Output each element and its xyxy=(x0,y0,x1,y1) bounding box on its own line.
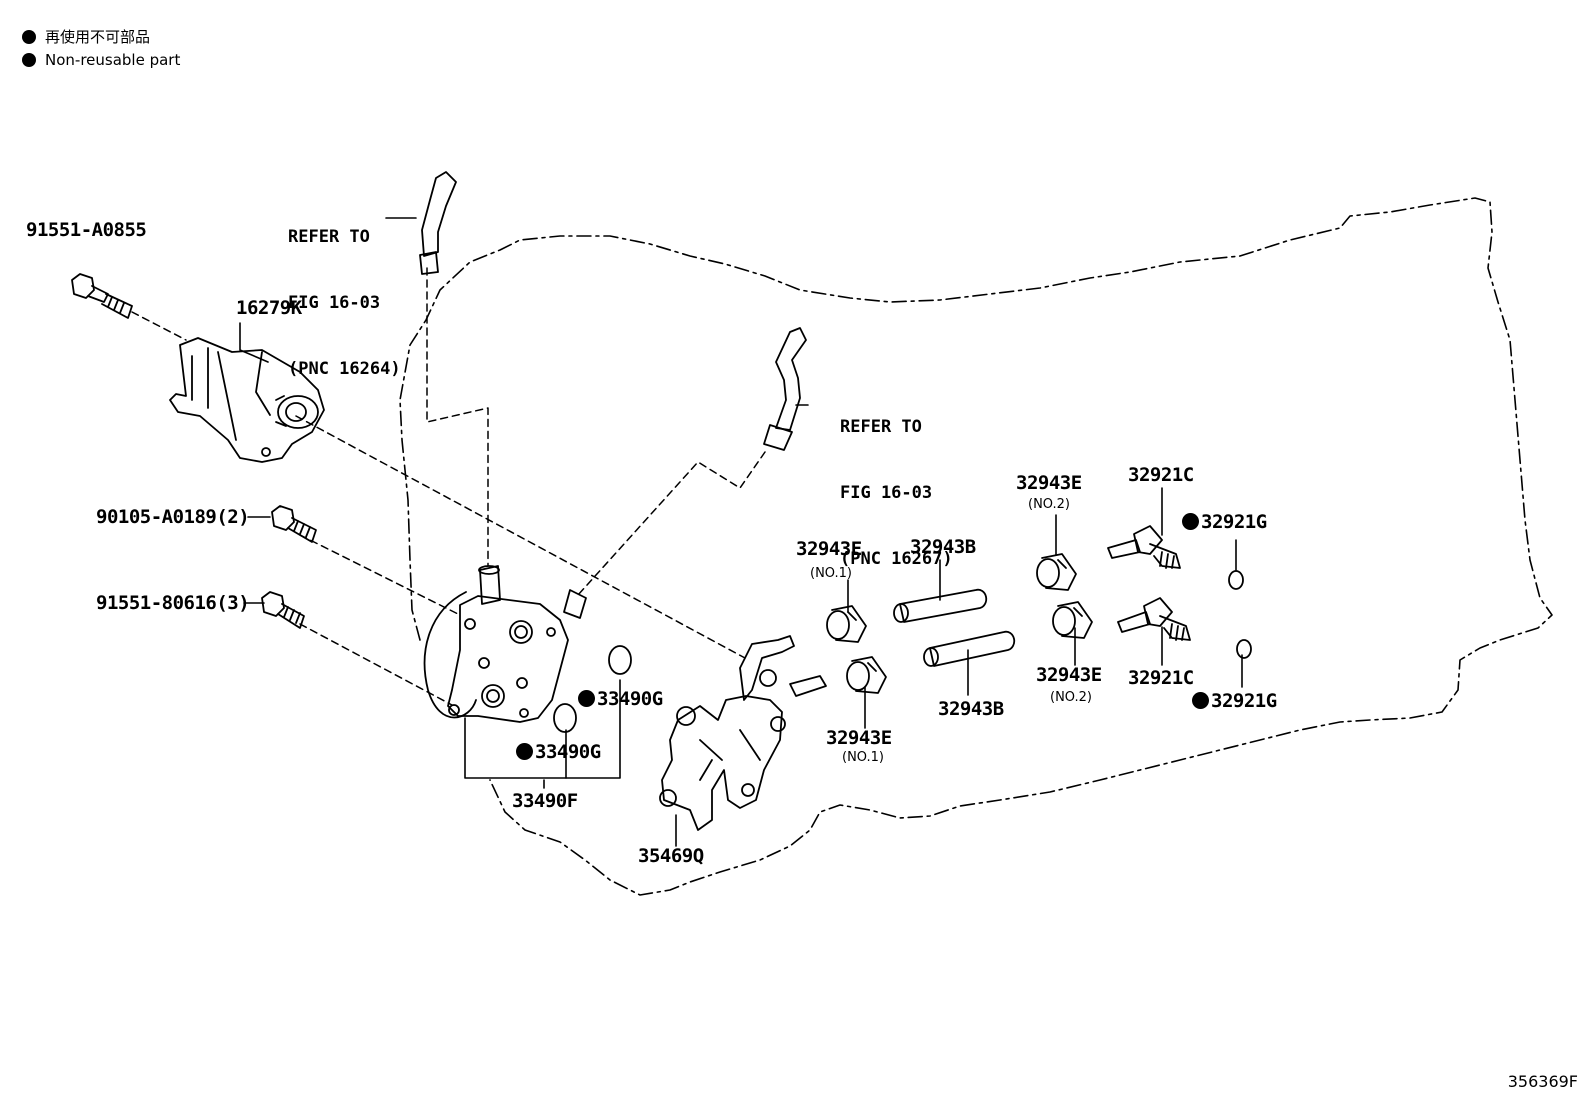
reference-line: REFER TO xyxy=(840,417,922,437)
engine-outline xyxy=(399,197,1553,896)
non-reusable-dot-icon xyxy=(578,690,595,707)
part-label-33490g-b[interactable]: 33490G xyxy=(516,741,601,763)
clamp-32943e-no2-b-drawing xyxy=(1052,601,1093,639)
part-label-32943b-b[interactable]: 32943B xyxy=(938,698,1004,720)
clamp-32943e-no1-a-drawing xyxy=(826,605,867,643)
connector-32921c-a-drawing xyxy=(1107,525,1181,569)
o-ring-32921g-b xyxy=(1236,639,1252,659)
part-label-32921c-a[interactable]: 32921C xyxy=(1128,464,1194,486)
reference-line: (PNC 16264) xyxy=(288,359,401,379)
clamp-32943e-no2-a-drawing xyxy=(1036,553,1077,591)
non-reusable-dot-icon xyxy=(22,29,36,44)
hose-32943b-a-drawing xyxy=(893,588,988,623)
reference-line: (PNC 16267) xyxy=(840,549,953,569)
bolt-91551-a0855-drawing xyxy=(71,273,133,319)
part-label-32921g-a[interactable]: 32921G xyxy=(1182,511,1267,533)
bracket-16279k-drawing xyxy=(169,337,325,463)
reference-callout-pnc-16264: REFER TO FIG 16-03 (PNC 16264) xyxy=(288,182,401,424)
hose-32943b-b-drawing xyxy=(923,630,1016,667)
part-label-33490g-a[interactable]: 33490G xyxy=(578,688,663,710)
part-sub-32943e-no1-a: (NO.1) xyxy=(810,566,852,581)
part-label-35469q[interactable]: 35469Q xyxy=(638,845,704,867)
part-label-91551-a0855[interactable]: 91551-A0855 xyxy=(26,219,147,241)
non-reusable-dot-icon xyxy=(1192,692,1209,709)
reference-line: FIG 16-03 xyxy=(288,293,381,313)
o-ring-32921g-a xyxy=(1228,570,1244,590)
part-label-91551-80616[interactable]: 91551-80616(3) xyxy=(96,592,250,614)
non-reusable-dot-icon xyxy=(516,743,533,760)
part-label-32943b-a[interactable]: 32943B xyxy=(910,536,976,558)
o-ring-33490g-b xyxy=(553,703,577,733)
leader-lines xyxy=(239,217,1243,847)
reference-callout-pnc-16267: REFER TO FIG 16-03 (PNC 16267) xyxy=(840,372,953,614)
part-label-33490f[interactable]: 33490F xyxy=(512,790,578,812)
part-sub-32943e-no2-a: (NO.2) xyxy=(1028,497,1070,512)
bracket-35469q-drawing xyxy=(659,635,827,831)
reference-line: REFER TO xyxy=(288,227,370,247)
hose-pnc-16264-drawing xyxy=(419,171,457,275)
connector-32921c-b-drawing xyxy=(1117,597,1191,641)
assembly-dashed-lines xyxy=(131,267,766,706)
bolt-90105-drawing xyxy=(271,505,317,543)
part-label-90105-a0189[interactable]: 90105-A0189(2) xyxy=(96,506,250,528)
legend-item-jp: 再使用不可部品 xyxy=(22,26,150,47)
legend-text-jp: 再使用不可部品 xyxy=(45,28,151,46)
clamp-32943e-no1-b-drawing xyxy=(846,656,887,694)
part-sub-32943e-no2-b: (NO.2) xyxy=(1050,690,1092,705)
part-label-32943e-no2-a[interactable]: 32943E xyxy=(1016,472,1082,494)
bolt-91551-80616-drawing xyxy=(261,591,305,629)
legend-item-en: Non-reusable part xyxy=(22,51,180,69)
vacuum-pump-33490f-drawing xyxy=(423,565,587,723)
part-label-32921c-b[interactable]: 32921C xyxy=(1128,667,1194,689)
hose-pnc-16267-drawing xyxy=(763,327,807,451)
non-reusable-dot-icon xyxy=(22,53,36,67)
part-label-32921g-b[interactable]: 32921G xyxy=(1192,690,1277,712)
part-label-32943e-no1-a[interactable]: 32943E xyxy=(796,538,862,560)
part-sub-32943e-no1-b: (NO.1) xyxy=(842,750,884,765)
reference-line: FIG 16-03 xyxy=(840,483,933,503)
non-reusable-dot-icon xyxy=(1182,513,1199,530)
legend-text-en: Non-reusable part xyxy=(45,51,181,69)
figure-id: 356369F xyxy=(1507,1072,1578,1091)
o-ring-33490g-a xyxy=(608,645,632,675)
part-label-16279k[interactable]: 16279K xyxy=(236,297,302,319)
part-label-32943e-no1-b[interactable]: 32943E xyxy=(826,727,892,749)
part-label-32943e-no2-b[interactable]: 32943E xyxy=(1036,664,1102,686)
